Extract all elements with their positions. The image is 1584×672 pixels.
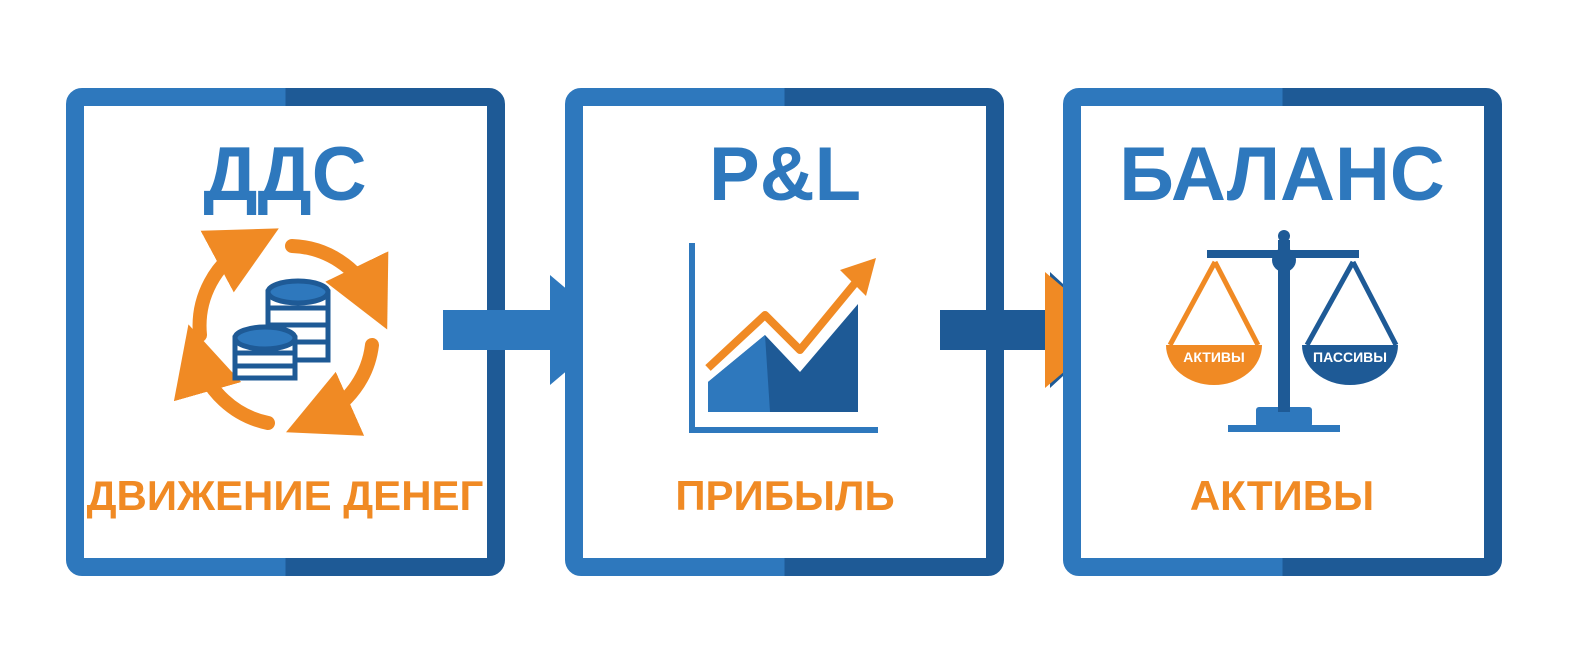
scale-right-label: ПАССИВЫ [1313, 349, 1387, 365]
panel-caption: АКТИВЫ [1190, 472, 1374, 519]
scale-left-label: АКТИВЫ [1183, 349, 1244, 365]
rising-profit-chart-icon [689, 243, 878, 433]
panel-cash-flow: ДДС [66, 88, 505, 576]
panel-profit-loss: P&L ПРИБЫЛЬ [565, 88, 1004, 576]
panel-caption: ДВИЖЕНИЕ ДЕНЕГ [87, 472, 484, 519]
cycle-arrow-icon [192, 228, 279, 342]
panel-title: ДДС [203, 132, 366, 217]
coin-stack-icon [232, 324, 298, 381]
cycle-arrow-icon [286, 338, 379, 436]
panel-caption: ПРИБЫЛЬ [675, 472, 894, 519]
panel-title: БАЛАНС [1119, 132, 1445, 217]
cycle-arrow-icon [285, 239, 389, 330]
liabilities-pan [1302, 345, 1398, 385]
cash-flow-cycle-coins-icon [173, 228, 389, 436]
balance-scale-icon: АКТИВЫ ПАССИВЫ [1166, 230, 1399, 432]
assets-pan [1166, 345, 1262, 385]
panel-title: P&L [709, 132, 861, 217]
trend-arrow-head-icon [840, 258, 876, 296]
cycle-arrow-icon [173, 324, 275, 430]
panel-balance: БАЛАНС АКТИВЫ ПАССИВЫ АКТИВЫ [1063, 88, 1502, 576]
